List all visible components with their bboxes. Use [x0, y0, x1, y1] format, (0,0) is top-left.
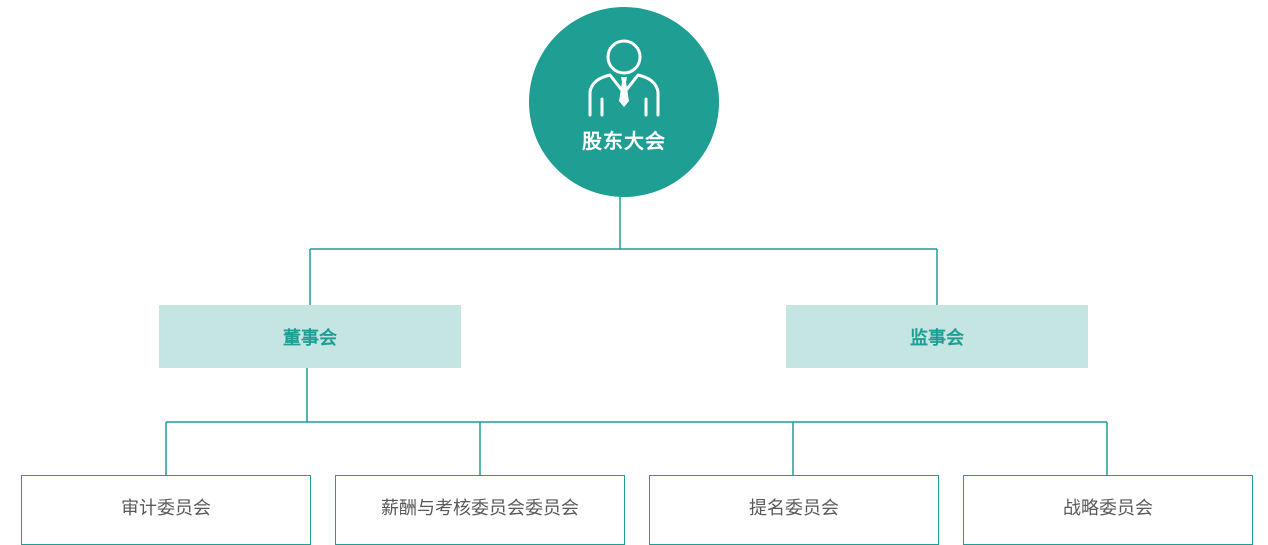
strategy-committee-node: 战略委员会	[963, 475, 1253, 545]
business-person-icon	[588, 39, 660, 117]
root-label: 股东大会	[582, 129, 666, 153]
board-of-supervisors-node: 监事会	[786, 305, 1088, 368]
shareholders-meeting-node: 股东大会	[529, 7, 719, 197]
nomination-committee-node: 提名委员会	[649, 475, 939, 545]
board-of-directors-node: 董事会	[159, 305, 461, 368]
audit-committee-node: 审计委员会	[21, 475, 311, 545]
remuneration-committee-node: 薪酬与考核委员会委员会	[335, 475, 625, 545]
